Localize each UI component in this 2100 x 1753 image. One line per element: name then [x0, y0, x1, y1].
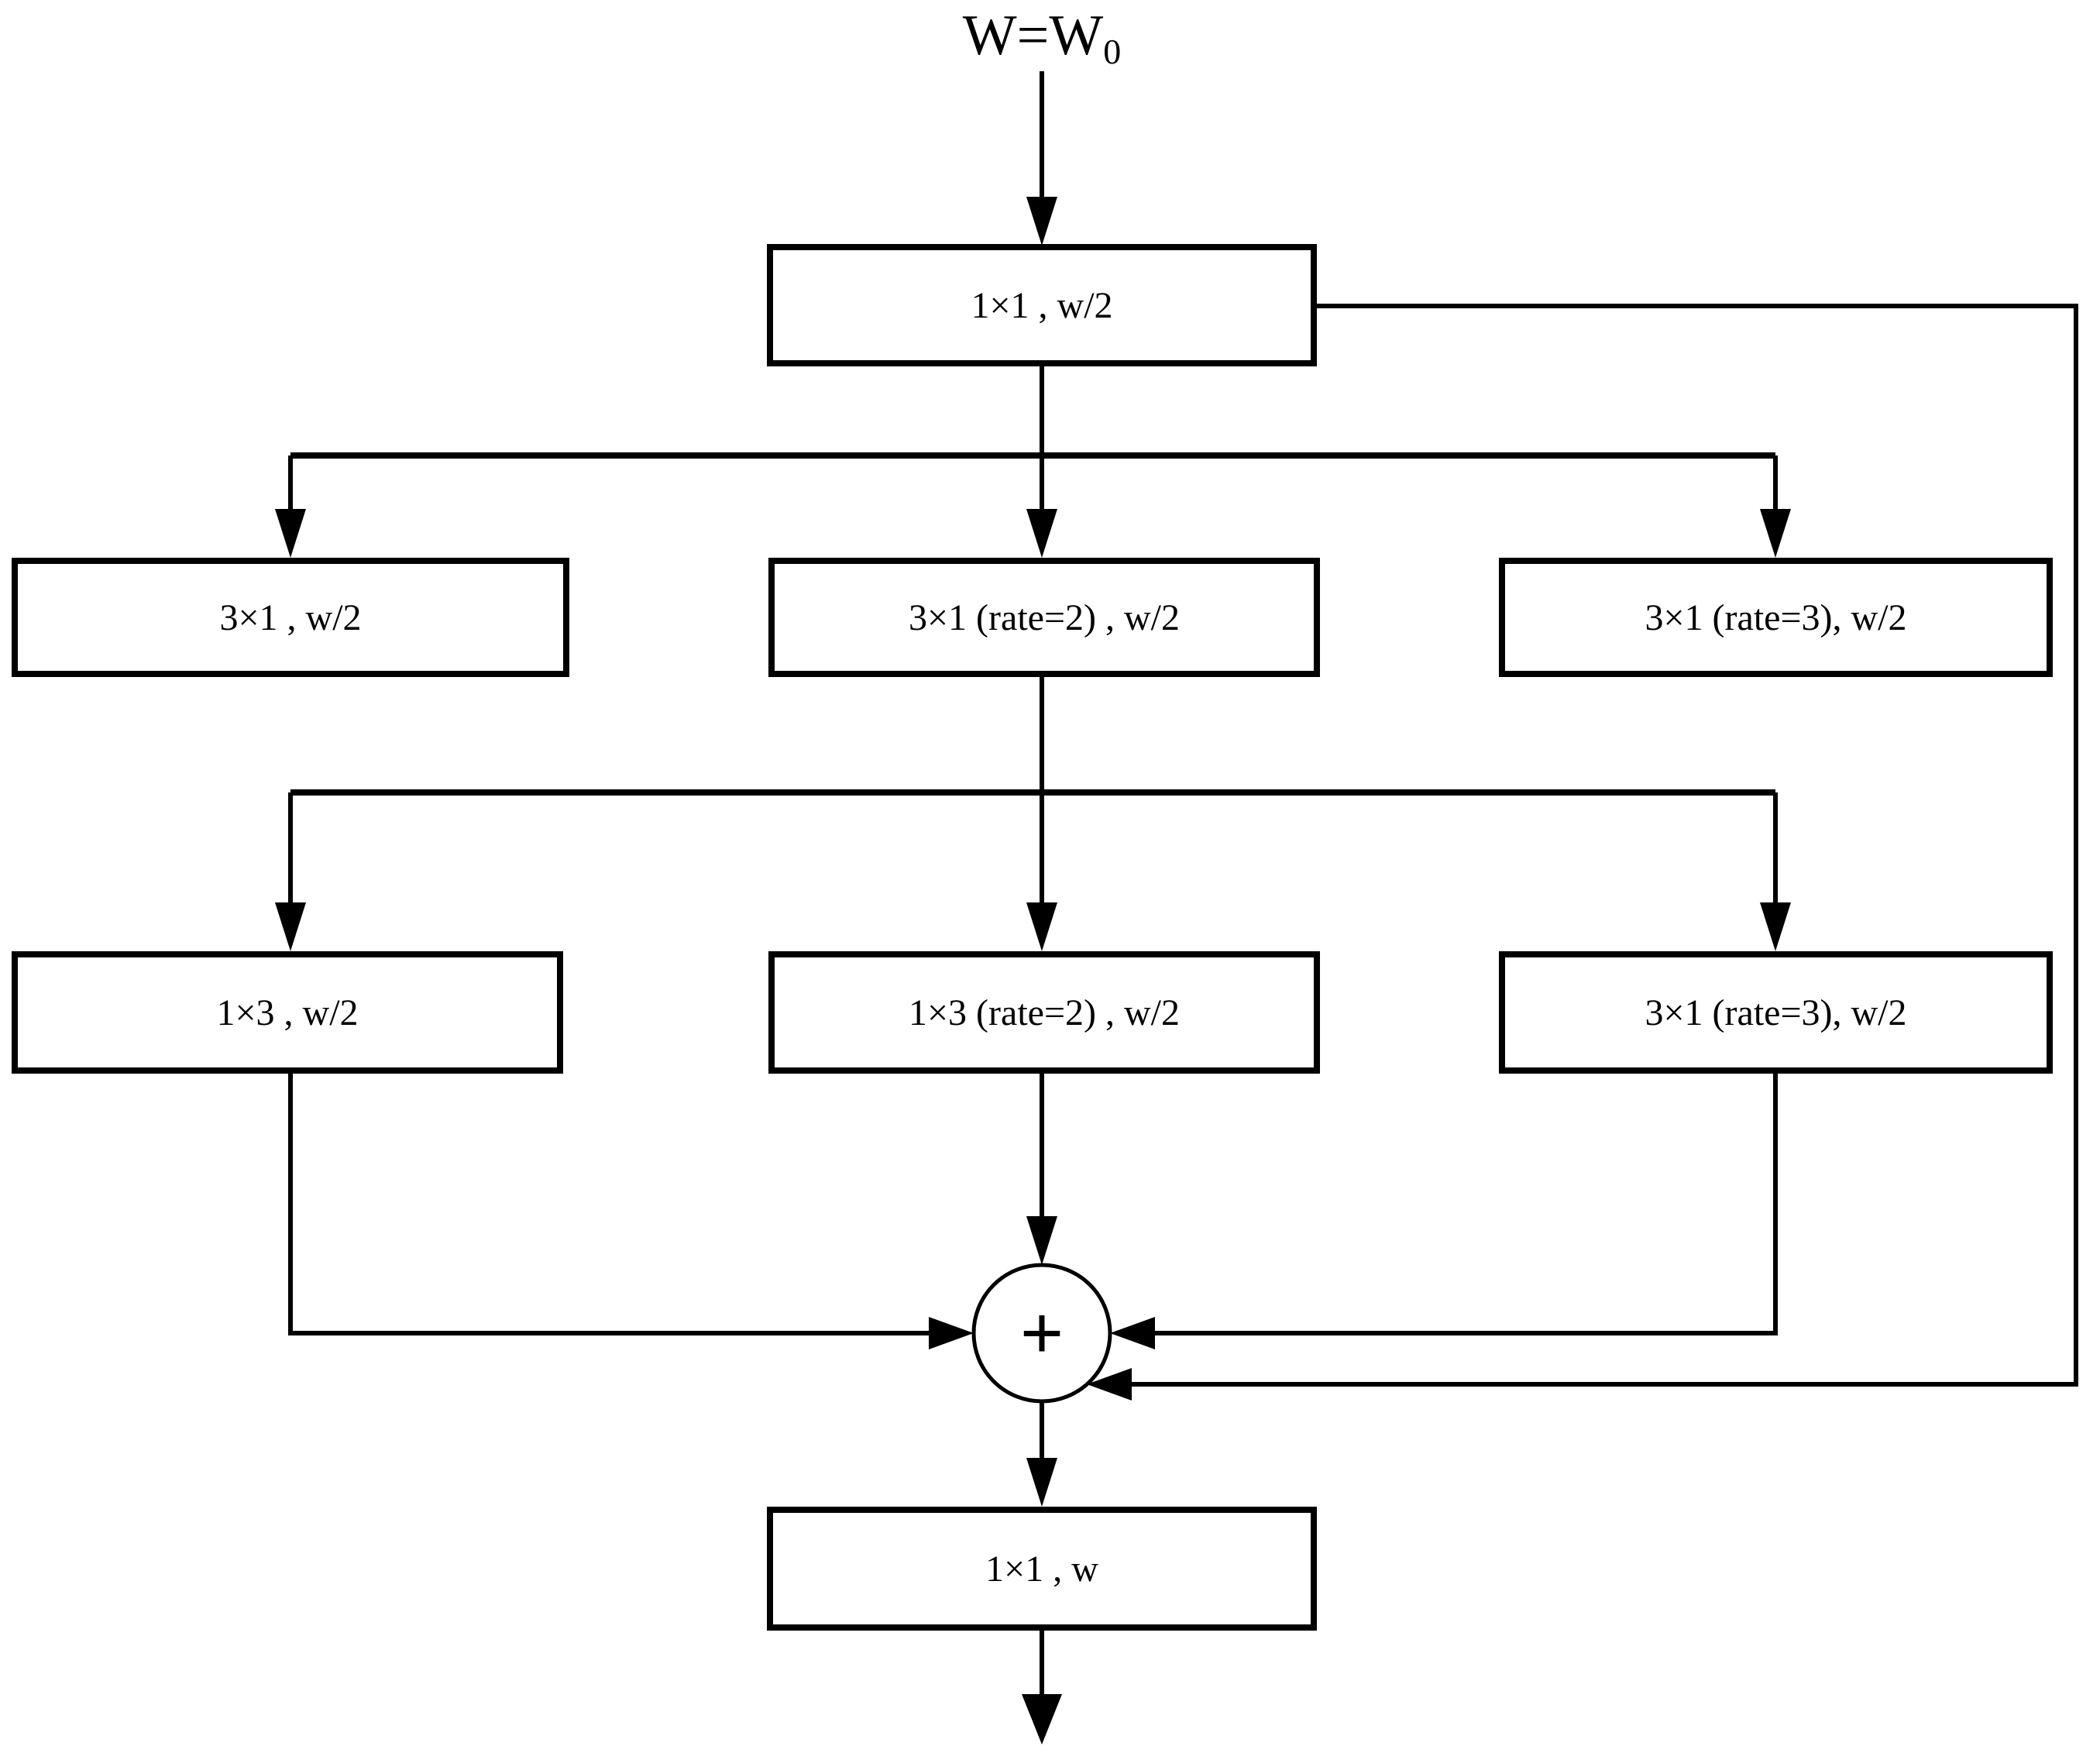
b2-right-to-adder — [1155, 1073, 1778, 1335]
node-conv-3x1-rate3-2: 3×1 (rate=3), w/2 — [1499, 951, 2053, 1074]
node-conv-1x1-expand: 1×1 , w — [767, 1507, 1317, 1631]
arrow-right-icon — [929, 1317, 974, 1349]
b2-left-to-adder — [288, 1073, 929, 1335]
input-weight-label-subscript: 0 — [1103, 32, 1122, 71]
node-conv-1x3-rate2: 1×3 (rate=2) , w/2 — [768, 951, 1320, 1074]
node-label: 3×1 (rate=3), w/2 — [1645, 596, 1907, 638]
node-label: 1×3 (rate=2) , w/2 — [908, 992, 1181, 1033]
input-weight-label-base: W=W — [962, 3, 1104, 67]
arrow-down-icon — [275, 902, 306, 951]
arrow-down-icon — [1026, 1216, 1057, 1265]
arrow-down-icon — [1760, 509, 1791, 558]
arrow-down-icon — [1026, 902, 1057, 951]
node-conv-1x1-reduce: 1×1 , w/2 — [767, 244, 1317, 366]
node-label: 3×1 (rate=2) , w/2 — [908, 596, 1181, 638]
plus-icon: + — [1020, 1291, 1064, 1377]
node-label: 1×3 , w/2 — [216, 992, 359, 1033]
arrow-down-icon — [1022, 1694, 1062, 1744]
node-label: 1×1 , w — [985, 1548, 1098, 1590]
residual-skip-connector — [1132, 304, 2078, 1387]
node-conv-3x1-rate2: 3×1 (rate=2) , w/2 — [768, 558, 1320, 677]
node-label: 3×1 (rate=3), w/2 — [1645, 992, 1907, 1033]
node-conv-3x1: 3×1 , w/2 — [12, 558, 569, 677]
arrow-down-icon — [1026, 197, 1057, 246]
node-label: 1×1 , w/2 — [971, 284, 1113, 326]
arrow-left-icon — [1110, 1317, 1155, 1349]
node-conv-1x3: 1×3 , w/2 — [12, 951, 563, 1074]
node-conv-3x1-rate3: 3×1 (rate=3), w/2 — [1499, 558, 2053, 677]
node-label: 3×1 , w/2 — [219, 596, 362, 638]
arrow-down-icon — [1026, 1458, 1057, 1507]
arrow-left-icon — [1087, 1368, 1132, 1401]
arrow-down-icon — [275, 509, 306, 558]
arrow-down-icon — [1026, 509, 1057, 558]
arrow-down-icon — [1760, 902, 1791, 951]
